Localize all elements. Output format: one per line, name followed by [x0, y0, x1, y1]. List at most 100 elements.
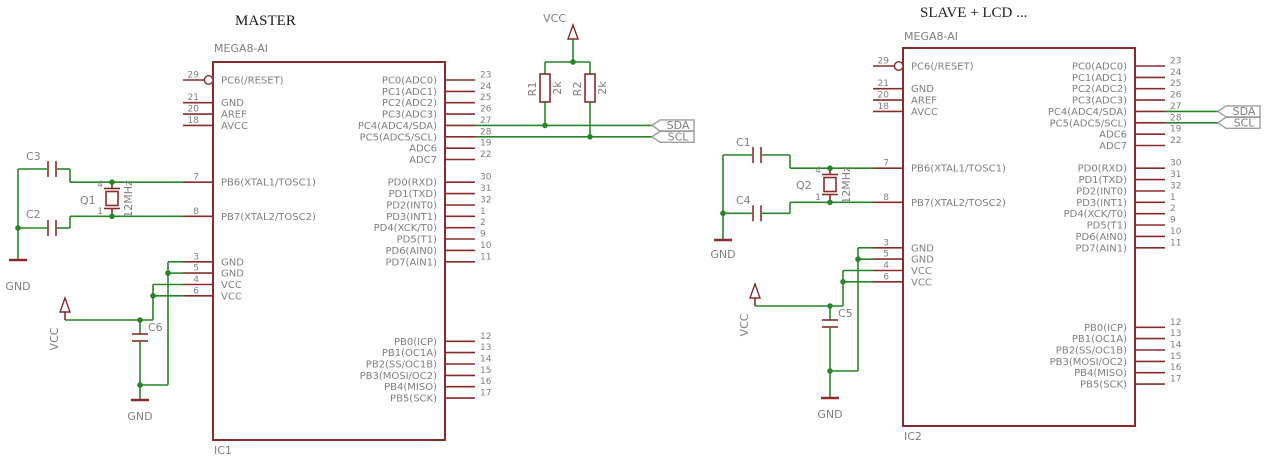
pin-name: VCC [221, 280, 242, 291]
ic1-right-pins: 23PC0(ADC0)24PC1(ADC1)25PC2(ADC2)26PC3(A… [358, 71, 492, 405]
pin-number: 21 [188, 93, 199, 103]
pin-name: VCC [911, 266, 932, 277]
pin-name: PB1(OC1A) [1072, 334, 1127, 345]
pin-name: PB3(MOSI/OC2) [360, 371, 438, 382]
pin-name: PB3(MOSI/OC2) [1050, 357, 1128, 368]
pin-name: VCC [911, 277, 932, 288]
pin-name: GND [221, 269, 244, 280]
label-q1: Q1 [80, 194, 96, 207]
pin-name: AREF [221, 110, 247, 121]
pin-name: GND [911, 84, 934, 95]
pin-name: PD4(XCK/T0) [1064, 209, 1127, 220]
slave-crystal-circuit: C1 C4 Q2 12MHz 4 1 GND [710, 136, 873, 261]
pin-number: 24 [480, 82, 492, 92]
pin-name: GND [911, 255, 934, 266]
q1-pad-top: 4 [97, 180, 103, 190]
pin-name: ADC7 [1099, 141, 1127, 152]
pin-number: 9 [1170, 216, 1176, 226]
ic2-right-pins: 23PC0(ADC0)24PC1(ADC1)25PC2(ADC2)26PC3(A… [1048, 57, 1182, 391]
ic2-body [902, 47, 1136, 427]
scl-net-flag [1216, 116, 1261, 130]
pin-number: 9 [480, 230, 486, 240]
label-r1: R1 [526, 82, 539, 97]
q2-pad-bottom: 1 [815, 193, 821, 203]
pin-name: PD6(AIN0) [385, 246, 437, 257]
dot [827, 199, 833, 206]
q1-pad-bottom: 1 [97, 207, 103, 217]
dot [827, 303, 833, 309]
pin-number: 1 [1170, 193, 1176, 203]
pin-number: 22 [480, 150, 491, 160]
pin-number: 31 [480, 184, 491, 194]
pin-number: 18 [188, 116, 200, 126]
value-q1: 12MHz [122, 180, 135, 218]
pin-number: 25 [480, 93, 491, 103]
dot [109, 179, 115, 185]
gnd-label: GND [127, 410, 152, 423]
pin-name: PD5(T1) [1087, 221, 1127, 232]
pin-number: 11 [1170, 238, 1181, 248]
pin-number: 29 [188, 71, 200, 81]
sym [823, 176, 837, 193]
gnd-label: GND [710, 248, 735, 261]
inverted-pin-bubble [893, 61, 904, 72]
ic1-body [212, 61, 446, 441]
pin-name: PD3(INT1) [386, 212, 437, 223]
gnd-label: GND [5, 280, 30, 293]
dot [827, 165, 833, 171]
pin-number: 6 [883, 272, 889, 282]
pin-number: 7 [193, 173, 199, 183]
pin-name: PD0(RXD) [388, 178, 437, 189]
pin-number: 23 [480, 71, 491, 81]
pin-name: PD2(INT0) [1076, 187, 1127, 198]
pin-name: PB7(XTAL2/TOSC2) [221, 212, 316, 223]
slave-title: SLAVE + LCD ... [920, 5, 1027, 21]
pin-number: 28 [1170, 113, 1182, 123]
pin-name: PC2(ADC2) [1072, 84, 1127, 95]
ic2-designator: IC2 [904, 430, 922, 443]
pin-number: 19 [1170, 125, 1182, 135]
pin-number: 4 [883, 261, 889, 271]
pin-name: PC2(ADC2) [382, 98, 437, 109]
pin-name: PD2(INT0) [386, 201, 437, 212]
master-crystal-circuit: C3 C2 Q1 12MHz 4 1 GND [5, 150, 183, 293]
pin-number: 3 [193, 252, 199, 262]
pin-name: ADC6 [1099, 130, 1127, 141]
pin-name: PC4(ADC4/SDA) [358, 121, 437, 132]
pin-name: PC0(ADC0) [1072, 62, 1127, 73]
label-c6: C6 [148, 321, 163, 334]
pin-number: 19 [480, 139, 492, 149]
pin-name: PD7(AIN1) [1075, 243, 1127, 254]
pin-name: PB4(MISO) [1074, 368, 1127, 379]
pin-number: 10 [480, 241, 492, 251]
pin-number: 5 [883, 250, 889, 260]
dot [542, 122, 548, 129]
pin-name: PD1(TXD) [1078, 175, 1127, 186]
pin-number: 16 [480, 377, 492, 387]
pin-name: PD5(T1) [397, 235, 437, 246]
crystal-q1 [104, 182, 120, 217]
pin-name: PD1(TXD) [388, 189, 437, 200]
pin-name: GND [911, 243, 934, 254]
pin-number: 6 [193, 286, 199, 296]
pin-name: PB0(ICP) [394, 337, 437, 348]
pin-name: PC1(ADC1) [1072, 73, 1127, 84]
dot [109, 213, 115, 220]
pin-name: ADC7 [409, 155, 437, 166]
dot [570, 59, 576, 65]
dot [827, 368, 833, 374]
scl-flag-label: SCL [1234, 116, 1256, 129]
pin-number: 26 [1170, 91, 1182, 101]
dot [15, 225, 21, 231]
pin-number: 27 [1170, 102, 1181, 112]
pin-number: 15 [1170, 352, 1181, 362]
dot [587, 134, 593, 140]
sda-flag-label: SDA [1233, 105, 1256, 118]
pin-number: 15 [480, 366, 491, 376]
pin-number: 10 [1170, 227, 1182, 237]
slave-i2c-flags: SDA SCL [1165, 105, 1261, 130]
pin-number: 12 [480, 332, 491, 342]
pin-number: 21 [878, 79, 889, 89]
